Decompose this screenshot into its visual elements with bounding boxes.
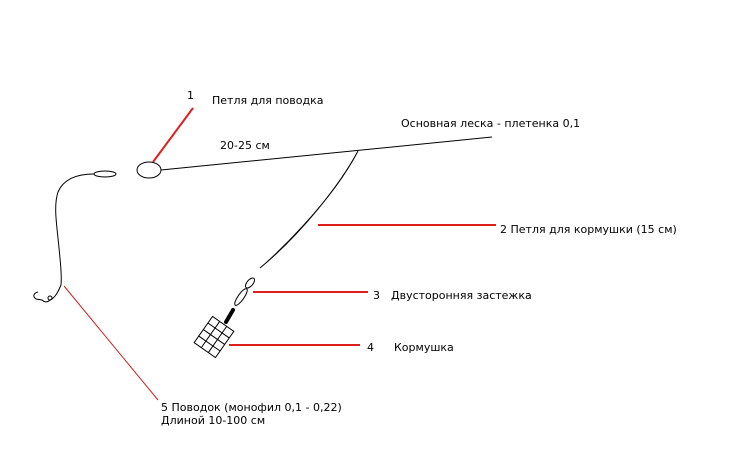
label-feeder: Кормушка: [394, 341, 454, 354]
label-main-length: 20-25 см: [220, 139, 270, 152]
swivel-upper: [245, 277, 255, 289]
label-number-3: 3: [373, 289, 380, 302]
leader-line: [33, 173, 95, 303]
label-leader-loop: Петля для поводка: [212, 94, 324, 107]
label-leader-1: 5 Поводок (монофил 0,1 - 0,22): [161, 401, 342, 414]
leader-end-loop: [93, 170, 117, 178]
label-swivel: Двусторонняя застежка: [391, 289, 532, 302]
hook-eye: [47, 295, 53, 301]
label-feeder-loop: 2 Петля для кормушки (15 см): [500, 223, 677, 236]
pointer-5: [63, 285, 159, 401]
leader-loop: [136, 161, 162, 179]
feeder-cage: [193, 315, 235, 359]
label-number-1: 1: [187, 89, 194, 102]
label-leader-2: Длиной 10-100 см: [161, 414, 266, 427]
feeder-connector: [224, 308, 235, 324]
pointer-1: [152, 107, 194, 163]
feeder-loop: [259, 150, 359, 269]
label-number-4: 4: [367, 341, 374, 354]
main-line: [160, 136, 493, 171]
label-main-line: Основная леска - плетенка 0,1: [401, 117, 581, 130]
swivel-lower: [234, 288, 248, 306]
